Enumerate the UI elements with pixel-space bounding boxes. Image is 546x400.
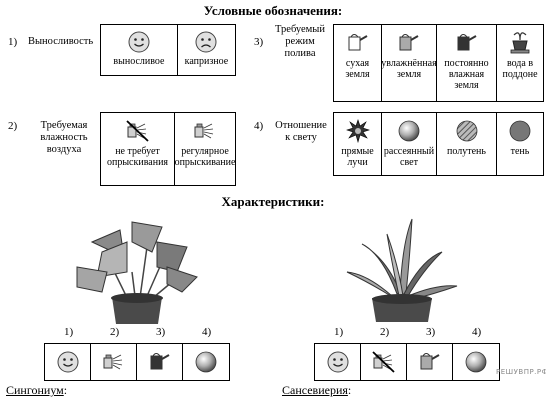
group4-item-1: прямые лучи <box>334 113 382 175</box>
sansevieria-plant-image <box>346 218 458 322</box>
group4-number: 4) <box>254 120 264 132</box>
group3-item-2: увлажнённая земля <box>381 25 437 101</box>
group3-item-4-label: вода в поддоне <box>502 58 538 80</box>
pot-tray-icon <box>510 32 530 54</box>
group4-label: Отношение к свету <box>275 120 327 143</box>
sphere-hatched-icon <box>456 120 477 142</box>
left-answer-cell-4 <box>183 344 229 380</box>
right-answer-number-3: 3) <box>426 326 436 338</box>
watermark: РЕШУВПР.РФ <box>496 368 546 376</box>
smiley-icon <box>326 351 349 373</box>
group3-symbols: сухая земля увлажнённая земля постоянно … <box>333 24 544 102</box>
legend-title: Условные обозначения: <box>203 3 343 18</box>
left-answer-number-1: 1) <box>64 326 74 338</box>
watering-can-dark-icon <box>149 352 170 370</box>
group3-item-1-label: сухая земля <box>345 58 370 80</box>
right-plant-name-text: Сансевиерия <box>282 383 348 397</box>
group2-label: Требуемая влажность воздуха <box>40 120 88 155</box>
group4-item-4: тень <box>497 113 543 175</box>
group3-number: 3) <box>254 36 264 48</box>
watering-can-full-icon <box>456 33 477 51</box>
group3-item-4: вода в поддоне <box>497 25 543 101</box>
group1-item-1: выносливое <box>101 25 178 75</box>
group4-item-2: рассеянный свет <box>382 113 437 175</box>
group2-symbols: не требует опрыскивания регулярное опрыс… <box>100 112 236 186</box>
watering-can-half-icon <box>399 33 419 51</box>
frowny-icon <box>195 31 218 53</box>
group4-item-1-label: прямые лучи <box>341 146 374 168</box>
sphere-dark-icon <box>509 120 531 142</box>
sphere-shaded-icon <box>195 351 217 373</box>
sphere-shaded-icon <box>465 351 487 373</box>
left-answer-cell-3 <box>137 344 183 380</box>
right-answer-number-4: 4) <box>472 326 482 338</box>
group1-symbols: выносливое капризное <box>100 24 236 76</box>
group1-item-2-label: капризное <box>184 56 229 67</box>
right-answer-cell-1 <box>315 344 361 380</box>
group2-number: 2) <box>8 120 18 132</box>
watering-can-empty-icon <box>347 33 368 51</box>
group4-item-3-label: полутень <box>447 146 486 157</box>
spray-icon <box>194 123 214 139</box>
right-answer-cell-3 <box>407 344 453 380</box>
right-answer-number-1: 1) <box>334 326 344 338</box>
left-answer-number-3: 3) <box>156 326 166 338</box>
group2-item-2: регулярное опрыскивание <box>175 113 235 185</box>
smiley-icon <box>128 31 150 53</box>
group1-label: Выносливость <box>28 36 94 47</box>
group4-item-2-label: рассеянный свет <box>383 146 435 168</box>
group3-label: Требуемый режим полива <box>275 24 325 59</box>
group3-item-2-label: увлажнённая земля <box>381 58 437 80</box>
sphere-shaded-icon <box>398 120 420 142</box>
left-plant-name: Сингониум: <box>6 383 68 397</box>
watering-can-light-icon <box>419 352 440 370</box>
group1-item-2: капризное <box>178 25 235 75</box>
left-answer-cell-2 <box>91 344 137 380</box>
left-answer-cell-1 <box>45 344 91 380</box>
group3-item-1: сухая земля <box>334 25 382 101</box>
group2-item-1: не требует опрыскивания <box>101 113 175 185</box>
group4-item-3: полутень <box>437 113 497 175</box>
characteristics-title: Характеристики: <box>221 194 325 209</box>
group2-item-2-label: регулярное опрыскивание <box>174 146 236 168</box>
left-answer-row <box>44 343 230 381</box>
right-answer-cell-2 <box>361 344 407 380</box>
group2-item-1-label: не требует опрыскивания <box>106 146 169 168</box>
right-answer-row <box>314 343 500 381</box>
smiley-icon <box>56 351 79 373</box>
left-answer-number-4: 4) <box>202 326 212 338</box>
syngonium-plant-image <box>76 221 198 324</box>
group1-item-1-label: выносливое <box>113 56 165 67</box>
spray-crossed-icon <box>125 120 149 142</box>
group1-number: 1) <box>8 36 18 48</box>
left-plant-name-text: Сингониум <box>6 383 64 397</box>
spray-icon <box>103 354 122 370</box>
right-answer-number-2: 2) <box>380 326 390 338</box>
right-plant-name: Сансевиерия: <box>282 383 352 397</box>
spray-crossed-icon <box>371 351 395 373</box>
group4-item-4-label: тень <box>510 146 530 157</box>
group4-symbols: прямые лучи рассеянный свет полутень тен… <box>333 112 544 176</box>
group3-item-3: постоянно влажная земля <box>437 25 497 101</box>
right-answer-cell-4 <box>453 344 499 380</box>
left-answer-number-2: 2) <box>110 326 120 338</box>
sun-burst-icon <box>345 119 370 143</box>
group3-item-3-label: постоянно влажная земля <box>444 58 489 91</box>
